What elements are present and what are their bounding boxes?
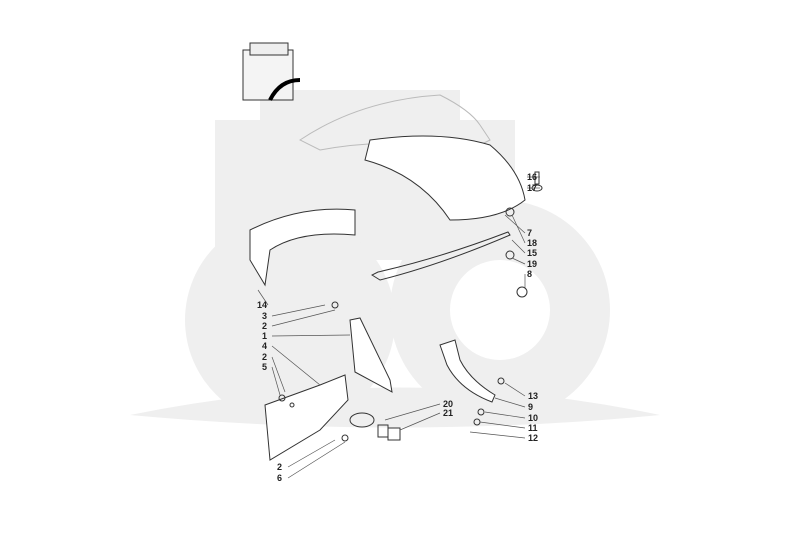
wheel-hub-watermark: [450, 260, 550, 360]
callout-5: 5: [262, 362, 268, 372]
support-bracket: [370, 231, 511, 281]
callout-3: 3: [262, 311, 268, 321]
callout-11: 11: [528, 423, 538, 433]
callout-2: 2: [262, 352, 268, 362]
callout-1: 1: [262, 331, 268, 341]
callout-6: 6: [277, 473, 283, 483]
callout-18: 18: [527, 238, 538, 248]
callout-8: 8: [527, 269, 533, 279]
callout-14: 14: [257, 300, 268, 310]
callout-7: 7: [527, 228, 533, 238]
callout-20: 20: [443, 399, 454, 409]
callout-2: 2: [277, 462, 283, 472]
callout-10: 10: [528, 413, 539, 423]
callout-21: 21: [443, 408, 454, 418]
callout-15: 15: [527, 248, 538, 258]
parts: [242, 42, 543, 461]
lower-bracket: [439, 339, 496, 403]
callout-16: 16: [527, 172, 538, 182]
callout-9: 9: [528, 402, 534, 412]
rear-fender: [364, 135, 526, 221]
tractor-thumbnail: [242, 42, 301, 101]
callout-4: 4: [262, 341, 268, 351]
callout-19: 19: [527, 259, 538, 269]
callout-12: 12: [528, 433, 539, 443]
callout-17: 17: [527, 183, 538, 193]
mud-flap: [349, 317, 393, 393]
leader-lines: [257, 176, 540, 479]
callout-2: 2: [262, 321, 268, 331]
callout-13: 13: [528, 391, 539, 401]
front-fender: [249, 208, 356, 287]
